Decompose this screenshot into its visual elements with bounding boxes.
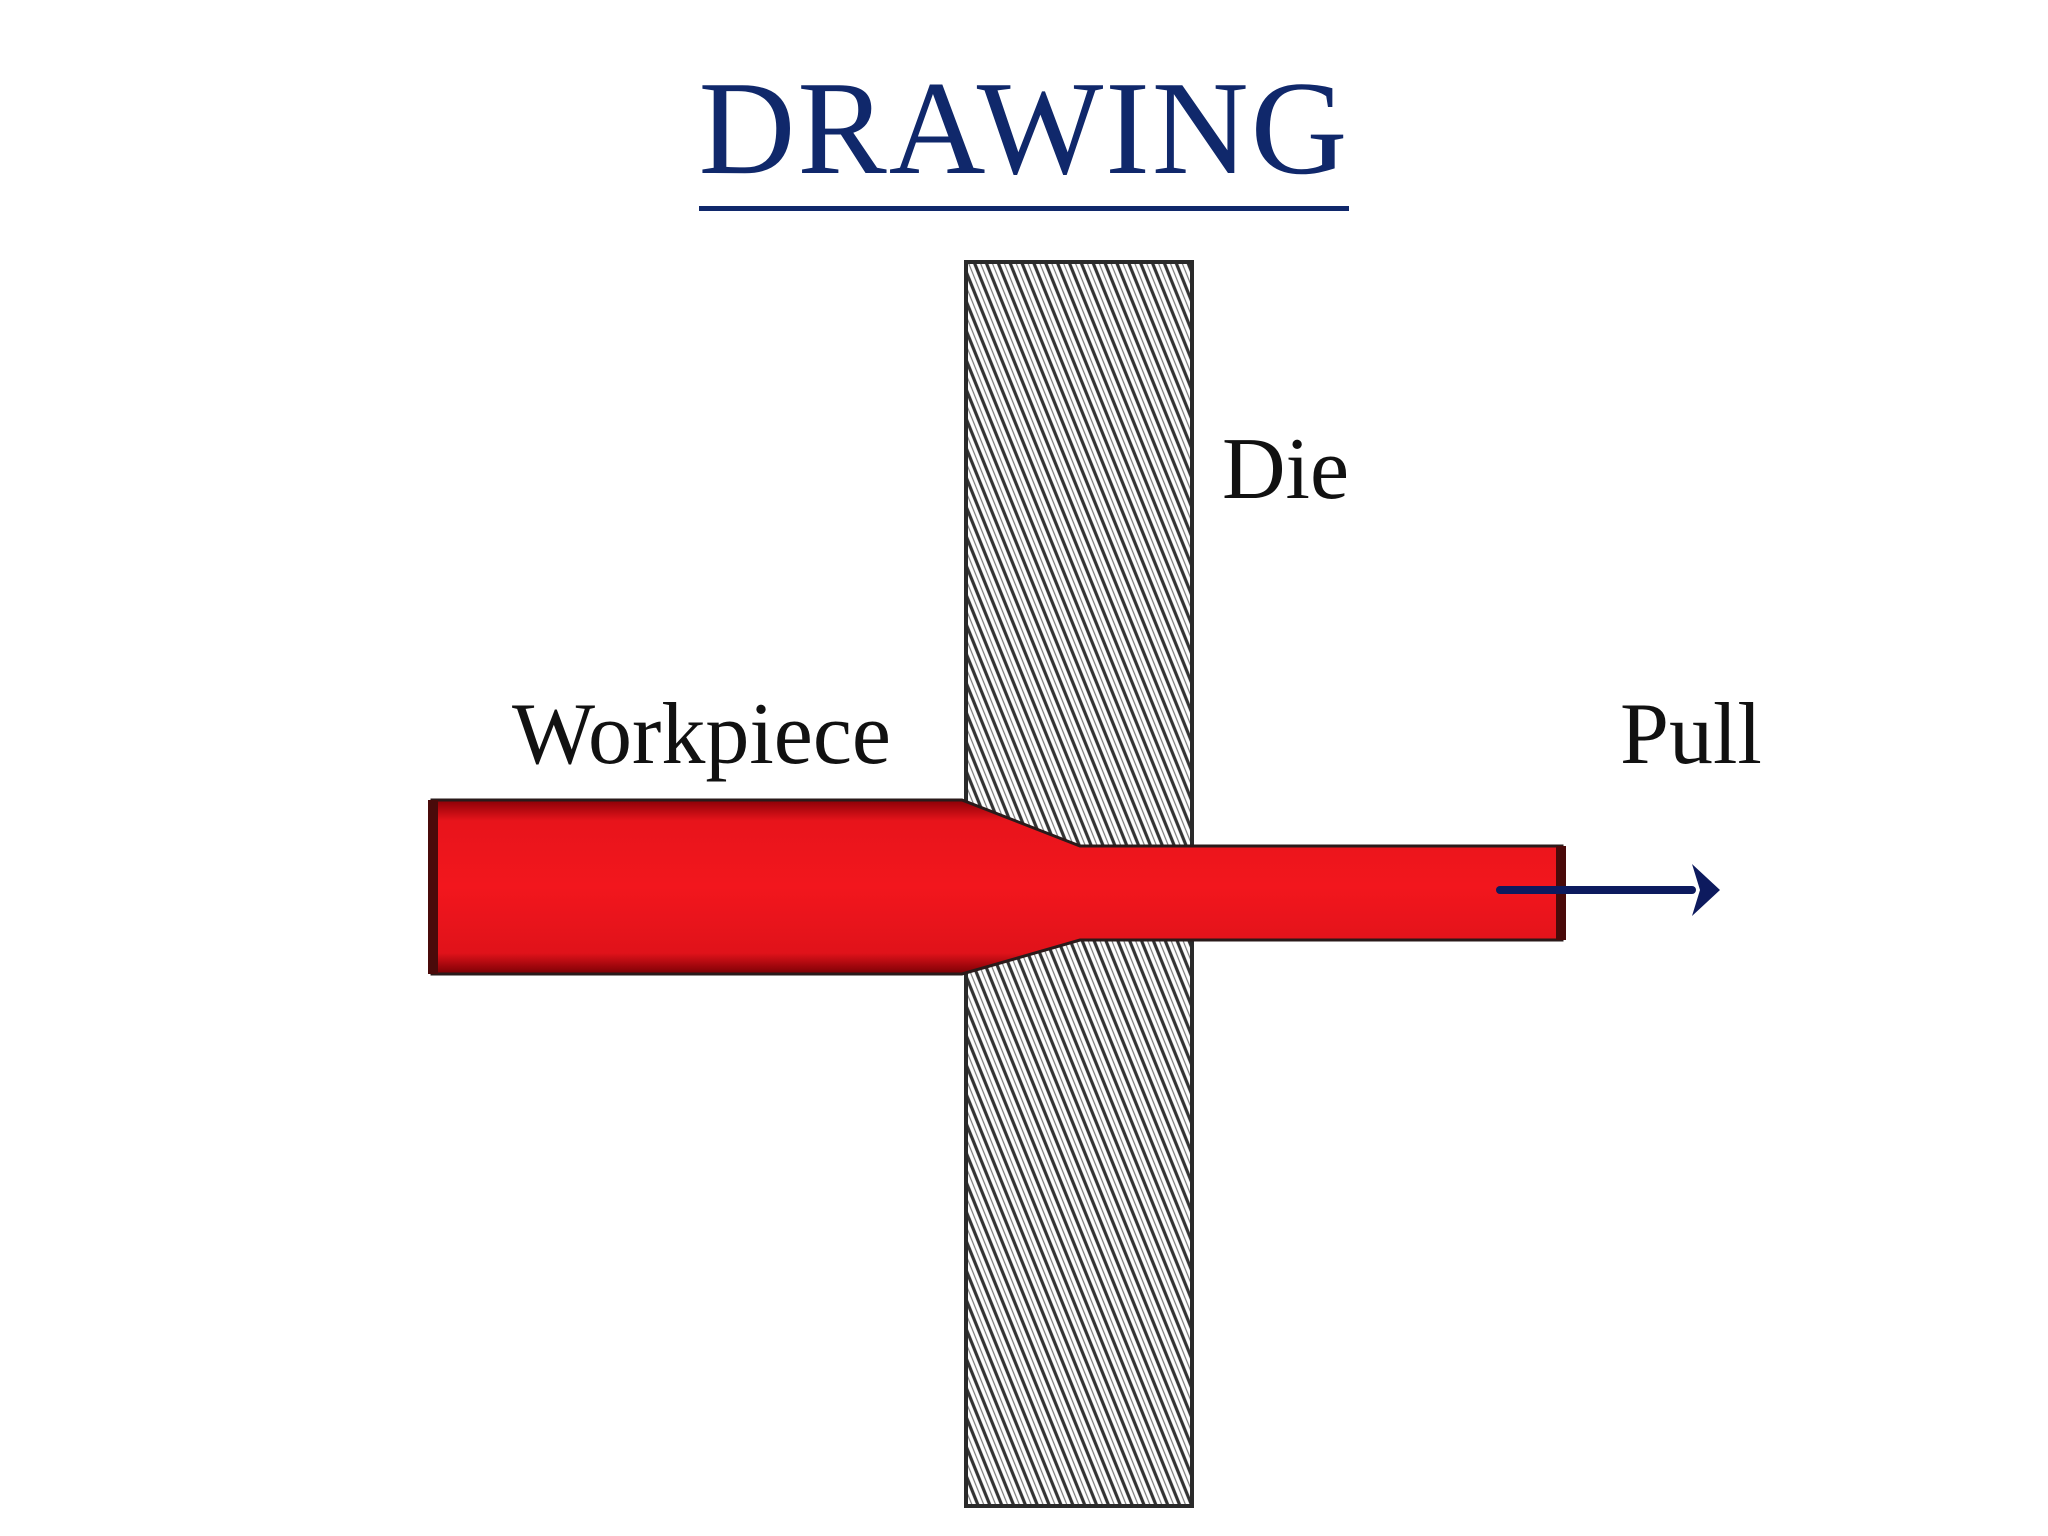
page-title-text: DRAWING	[698, 54, 1350, 211]
workpiece-rod	[430, 798, 1564, 976]
page-title: DRAWING	[0, 54, 2048, 211]
pull-arrow-icon	[1496, 864, 1720, 916]
workpiece-left-end	[428, 800, 438, 974]
pull-label: Pull	[1620, 686, 1762, 783]
workpiece-label: Workpiece	[512, 686, 891, 783]
die-label: Die	[1222, 421, 1349, 518]
